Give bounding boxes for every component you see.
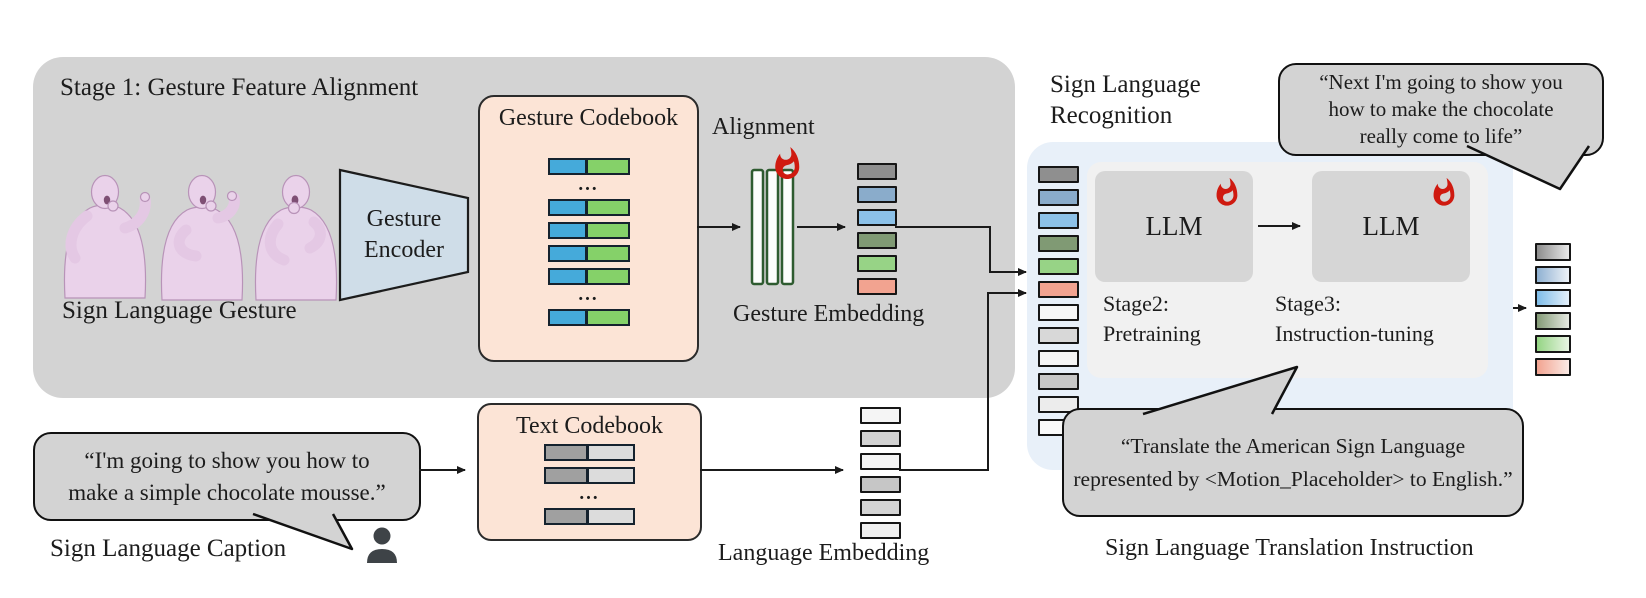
codebook-entry-left xyxy=(546,446,589,459)
embedding-token xyxy=(860,499,901,516)
embedding-token xyxy=(860,476,901,493)
codebook-entry-right xyxy=(588,247,628,260)
embedding-token xyxy=(860,453,901,470)
embedding-token xyxy=(860,430,901,447)
codebook-entry xyxy=(547,199,630,216)
gesture-embedding-label: Gesture Embedding xyxy=(733,301,925,327)
codebook-entry-left xyxy=(549,311,589,324)
codebook-entry-right xyxy=(589,446,633,459)
ellipsis: ... xyxy=(578,284,599,305)
codebook-entry xyxy=(547,245,630,262)
embedding-token xyxy=(1038,304,1079,321)
codebook-entry xyxy=(544,444,635,461)
instruction-speech-bubble: “Translate the American Sign Language re… xyxy=(1062,408,1524,517)
gesture-encoder xyxy=(338,168,470,302)
text-codebook-rows: ... xyxy=(479,444,700,525)
output-embedding-stack xyxy=(1535,243,1571,376)
gesture-encoder-label: Gesture Encoder xyxy=(364,206,444,263)
ellipsis: ... xyxy=(578,174,599,195)
codebook-entry-right xyxy=(588,224,628,237)
codebook-entry-left xyxy=(549,224,589,237)
embedding-token xyxy=(1038,327,1079,344)
codebook-entry xyxy=(547,222,630,239)
codebook-entry-right xyxy=(588,311,628,324)
embedding-token xyxy=(1535,358,1571,376)
embedding-token xyxy=(1535,243,1571,261)
llm-stage2-box: LLM xyxy=(1095,171,1253,282)
codebook-entry-right xyxy=(588,160,628,173)
embedding-token xyxy=(857,278,897,295)
codebook-entry xyxy=(547,309,630,326)
embedding-token xyxy=(1535,312,1571,330)
embedding-token xyxy=(1038,235,1079,252)
embedding-token xyxy=(857,163,897,180)
embedding-token xyxy=(1038,189,1079,206)
gesture-codebook-rows: ...... xyxy=(480,158,697,326)
sign-language-recognition-label: Sign Language Recognition xyxy=(1050,71,1201,129)
codebook-entry xyxy=(544,508,635,525)
codebook-entry-left xyxy=(549,201,589,214)
sign-language-figures xyxy=(63,174,338,301)
codebook-entry-right xyxy=(588,270,628,283)
embedding-token xyxy=(857,232,897,249)
embedding-token xyxy=(860,407,901,424)
human-figure xyxy=(63,174,338,301)
codebook-entry xyxy=(547,158,630,175)
gesture-embedding-stack xyxy=(857,163,897,295)
embedding-token xyxy=(1038,212,1079,229)
gesture-codebook: Gesture Codebook ...... xyxy=(478,95,699,362)
embedding-token xyxy=(1038,396,1079,413)
text-codebook: Text Codebook ... xyxy=(477,403,702,541)
codebook-entry xyxy=(544,467,635,484)
ellipsis: ... xyxy=(579,483,600,504)
codebook-entry-right xyxy=(589,510,633,523)
codebook-entry-left xyxy=(546,469,589,482)
person-icon xyxy=(367,527,397,563)
embedding-token xyxy=(1038,373,1079,390)
embedding-token xyxy=(857,255,897,272)
language-embedding-stack xyxy=(860,407,901,539)
codebook-entry xyxy=(547,268,630,285)
codebook-entry-left xyxy=(546,510,589,523)
output-speech-bubble: “Next I'm going to show you how to make … xyxy=(1278,63,1604,156)
stage2-label: Stage2: Pretraining xyxy=(1103,291,1201,346)
embedding-token xyxy=(1535,289,1571,307)
stage3-label: Stage3: Instruction-tuning xyxy=(1275,291,1434,346)
codebook-entry-right xyxy=(589,469,633,482)
embedding-token xyxy=(1038,258,1079,275)
embedding-token xyxy=(1038,281,1079,298)
embedding-token xyxy=(1535,335,1571,353)
embedding-token xyxy=(857,186,897,203)
codebook-entry-left xyxy=(549,270,589,283)
embedding-token xyxy=(1038,166,1079,183)
llm-stage3-box: LLM xyxy=(1312,171,1470,282)
embedding-token xyxy=(860,522,901,539)
llm1-label: LLM xyxy=(1145,211,1203,241)
recognition-token-stack xyxy=(1038,166,1079,436)
translation-instruction-label: Sign Language Translation Instruction xyxy=(1105,535,1474,561)
codebook-entry-left xyxy=(549,247,589,260)
embedding-token xyxy=(1038,350,1079,367)
text-codebook-title: Text Codebook xyxy=(516,413,663,439)
codebook-entry-left xyxy=(549,160,589,173)
stage1-title: Stage 1: Gesture Feature Alignment xyxy=(60,74,419,101)
sign-language-gesture-label: Sign Language Gesture xyxy=(62,297,297,324)
caption-speech-bubble: “I'm going to show you how to make a sim… xyxy=(33,432,421,521)
sign-language-caption-label: Sign Language Caption xyxy=(50,535,287,562)
gesture-codebook-title: Gesture Codebook xyxy=(498,105,679,131)
llm2-label: LLM xyxy=(1362,211,1420,241)
embedding-token xyxy=(1535,266,1571,284)
alignment-label: Alignment xyxy=(712,114,815,140)
language-embedding-label: Language Embedding xyxy=(718,540,930,566)
codebook-entry-right xyxy=(588,201,628,214)
embedding-token xyxy=(857,209,897,226)
